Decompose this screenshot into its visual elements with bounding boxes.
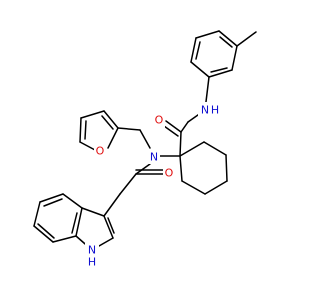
structure-svg: N H O N O O N H	[33, 30, 257, 269]
atom-label-n: N	[201, 104, 209, 117]
bond	[135, 163, 151, 175]
bond	[203, 141, 227, 156]
bond	[62, 193, 83, 209]
double-bond	[107, 217, 115, 234]
atom-label-h: H	[211, 104, 219, 117]
atom-nh-amide: N H	[198, 102, 220, 118]
double-bond	[84, 120, 87, 140]
methyl-bond	[236, 31, 257, 47]
double-bond	[43, 198, 63, 207]
double-bond	[163, 125, 179, 137]
bond	[190, 37, 197, 63]
bond	[180, 121, 189, 133]
atom-nh-indole: N H	[85, 243, 99, 269]
atom-label-o: O	[96, 145, 105, 158]
atom-label-n: N	[150, 151, 158, 164]
bond	[225, 154, 228, 182]
double-bond	[165, 120, 182, 133]
bond	[179, 141, 205, 157]
bond	[80, 110, 105, 119]
atom-label-h: H	[88, 256, 96, 269]
bond	[179, 131, 182, 157]
double-bond	[71, 212, 78, 234]
bond	[103, 110, 119, 129]
bond	[117, 127, 141, 131]
atom-label-n: N	[88, 244, 96, 257]
atom-n-tertiary: N	[148, 149, 160, 164]
bond	[139, 129, 151, 149]
bond	[79, 141, 96, 151]
bond	[33, 225, 54, 243]
double-bond	[37, 223, 55, 239]
bond	[195, 30, 220, 39]
atom-o-amide2: O	[163, 165, 175, 180]
bond	[33, 201, 41, 227]
bond	[219, 36, 233, 48]
indole-ring	[33, 193, 115, 251]
bond	[103, 193, 121, 217]
bond	[195, 41, 201, 60]
atom-o-amide1: O	[153, 113, 165, 128]
bond	[181, 180, 206, 195]
atom-label-o: O	[155, 114, 164, 127]
bond	[204, 180, 228, 195]
tolyl-ring	[190, 30, 257, 78]
atom-label-o: O	[165, 167, 174, 180]
bond	[231, 45, 238, 71]
bond	[119, 173, 137, 195]
bond	[39, 193, 64, 203]
bond	[75, 207, 83, 237]
cyclohexane-ring	[179, 141, 228, 195]
atom-o-furan: O	[94, 143, 106, 158]
bond	[208, 69, 233, 78]
double-bond	[101, 115, 114, 130]
bond	[218, 30, 238, 47]
bond	[210, 67, 228, 73]
bond	[103, 215, 114, 239]
bond	[81, 207, 105, 217]
bond	[190, 61, 210, 78]
bond	[79, 117, 82, 143]
furan-ring	[79, 110, 119, 151]
bond	[107, 127, 119, 149]
bond	[179, 155, 183, 182]
bond	[52, 235, 77, 243]
molecule-structure: N H O N O O N H	[33, 30, 257, 269]
